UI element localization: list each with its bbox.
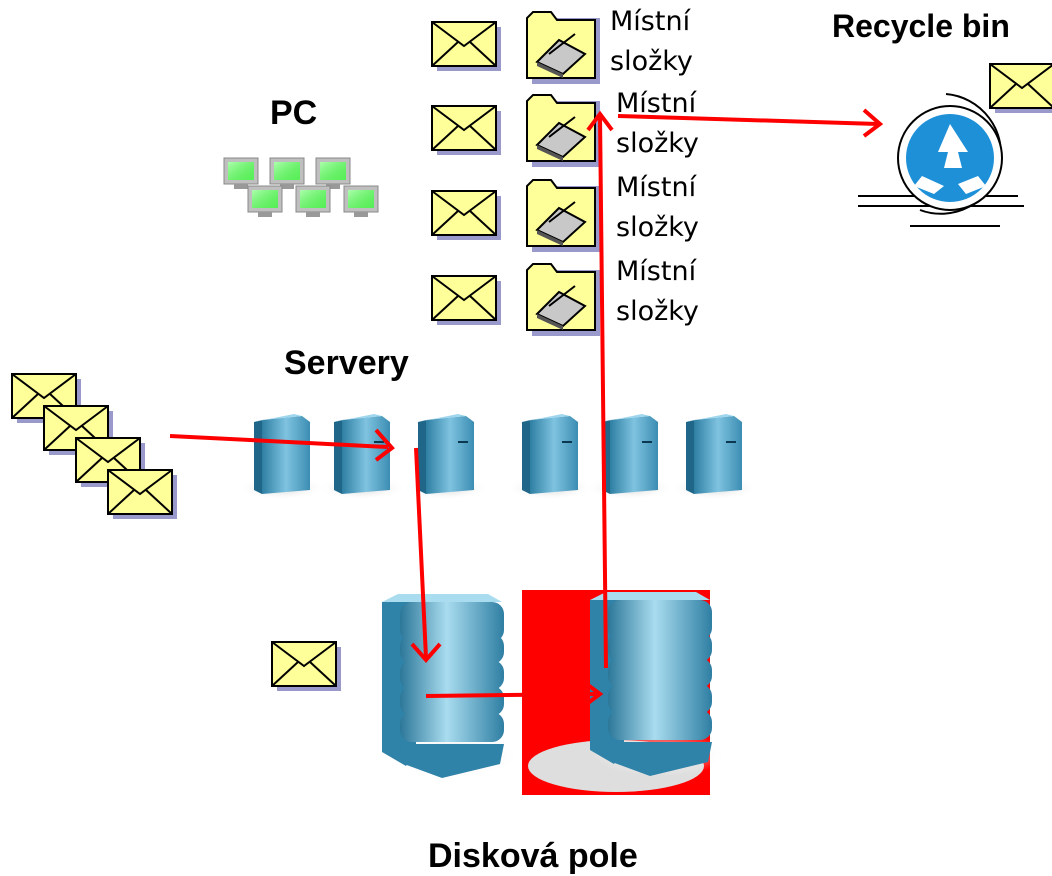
local-folder-label: Místní složky	[610, 2, 693, 82]
arrow-disk-to-disk	[425, 692, 597, 698]
arrows	[169, 108, 884, 708]
envelope-icon	[431, 275, 502, 326]
pc-icon	[223, 157, 379, 218]
local-folder-line2: složky	[616, 212, 699, 243]
local-folder-label: Místní složky	[616, 168, 699, 248]
folder-icon	[526, 11, 601, 85]
arrow-to-server-head	[374, 428, 395, 462]
server-icon	[669, 413, 759, 501]
disk-array-icon	[382, 594, 520, 778]
local-folder-line2: složky	[610, 46, 693, 77]
local-folder-line2: složky	[616, 128, 699, 159]
recycle-bin-icon	[858, 93, 1024, 227]
arrow-folder-to-bin	[617, 114, 879, 126]
server-icon	[505, 413, 595, 501]
arrow-disk-to-folder-head	[586, 110, 614, 132]
server-icon	[317, 413, 407, 501]
envelope-icon	[271, 641, 342, 692]
local-folder-line1: Místní	[616, 256, 697, 287]
envelope-icon	[989, 63, 1052, 114]
server-icon	[237, 413, 327, 501]
arrow-server-to-disk-head	[410, 642, 442, 664]
server-icon	[585, 413, 675, 501]
local-folder-label: Místní složky	[616, 84, 699, 164]
arrow-to-server	[169, 434, 389, 449]
envelope-icon	[431, 21, 502, 72]
arrow-disk-to-folder	[598, 115, 608, 669]
disk-arrays-label: Disková pole	[428, 837, 638, 875]
folder-icon	[526, 263, 601, 337]
arrow-server-to-disk	[414, 447, 428, 659]
disk-array-icon	[590, 592, 728, 776]
envelope-icon	[431, 190, 502, 241]
local-folder-line2: složky	[616, 296, 699, 327]
folder-icon	[526, 179, 601, 253]
local-folder-line1: Místní	[616, 172, 697, 203]
arrow-folder-to-bin-head	[862, 108, 884, 138]
local-folder-line1: Místní	[616, 88, 697, 119]
envelope-icon	[107, 469, 178, 520]
folder-icon	[526, 94, 601, 168]
local-folder-label: Místní složky	[616, 252, 699, 332]
pc-label: PC	[270, 94, 318, 132]
arrow-disk-to-disk-head	[582, 680, 604, 708]
recycle-bin-label: Recycle bin	[832, 8, 1010, 44]
envelope-icon	[431, 105, 502, 156]
local-folder-line1: Místní	[610, 6, 691, 37]
servers-label: Servery	[284, 344, 409, 382]
